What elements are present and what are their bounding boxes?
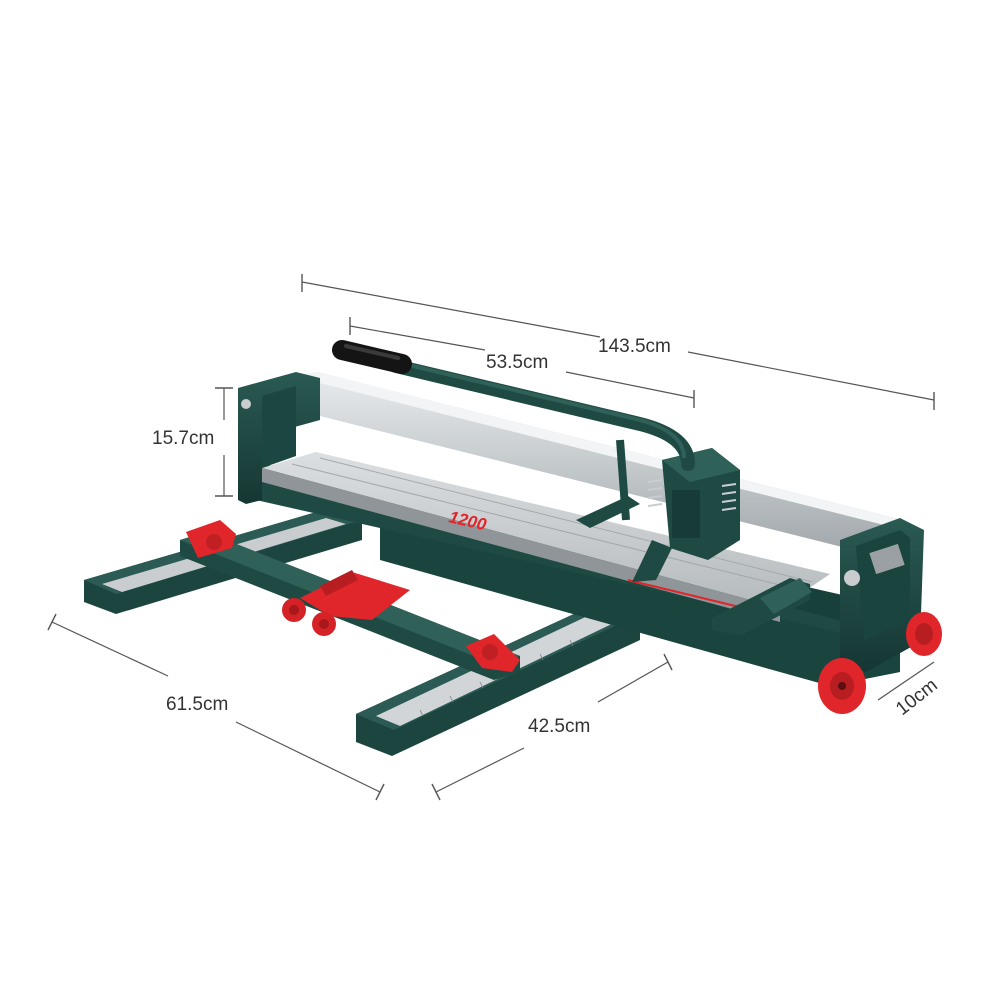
right-end-plate bbox=[840, 518, 924, 672]
handle-grip bbox=[332, 340, 412, 374]
wheel-front bbox=[818, 658, 866, 714]
handle bbox=[332, 340, 695, 521]
spring-coils bbox=[647, 479, 737, 511]
dimension-base-width: 42.5cm bbox=[431, 653, 673, 801]
cutting-bed: 1200 bbox=[262, 452, 830, 622]
dimension-base-depth: 61.5cm bbox=[47, 613, 385, 801]
dimension-overall-length: 143.5cm bbox=[301, 274, 935, 410]
breaker-foot bbox=[712, 578, 812, 636]
dimension-handle-length: 53.5cm bbox=[349, 317, 695, 408]
wheel-back bbox=[906, 612, 942, 656]
left-end-plate bbox=[238, 372, 320, 504]
base-width-label: 42.5cm bbox=[528, 716, 590, 737]
angle-guide bbox=[282, 570, 410, 636]
side-stop-right bbox=[466, 634, 520, 672]
guide-rail bbox=[292, 372, 902, 562]
dimension-height: 15.7cm bbox=[152, 387, 233, 497]
handle-length-label: 53.5cm bbox=[486, 352, 548, 373]
overall-length-label: 143.5cm bbox=[598, 336, 671, 357]
side-stop-left bbox=[186, 520, 236, 558]
cutting-head bbox=[632, 448, 740, 582]
height-label: 15.7cm bbox=[152, 428, 214, 449]
base-depth-label: 61.5cm bbox=[166, 694, 228, 715]
wheel-size-label: 10cm bbox=[892, 675, 942, 720]
